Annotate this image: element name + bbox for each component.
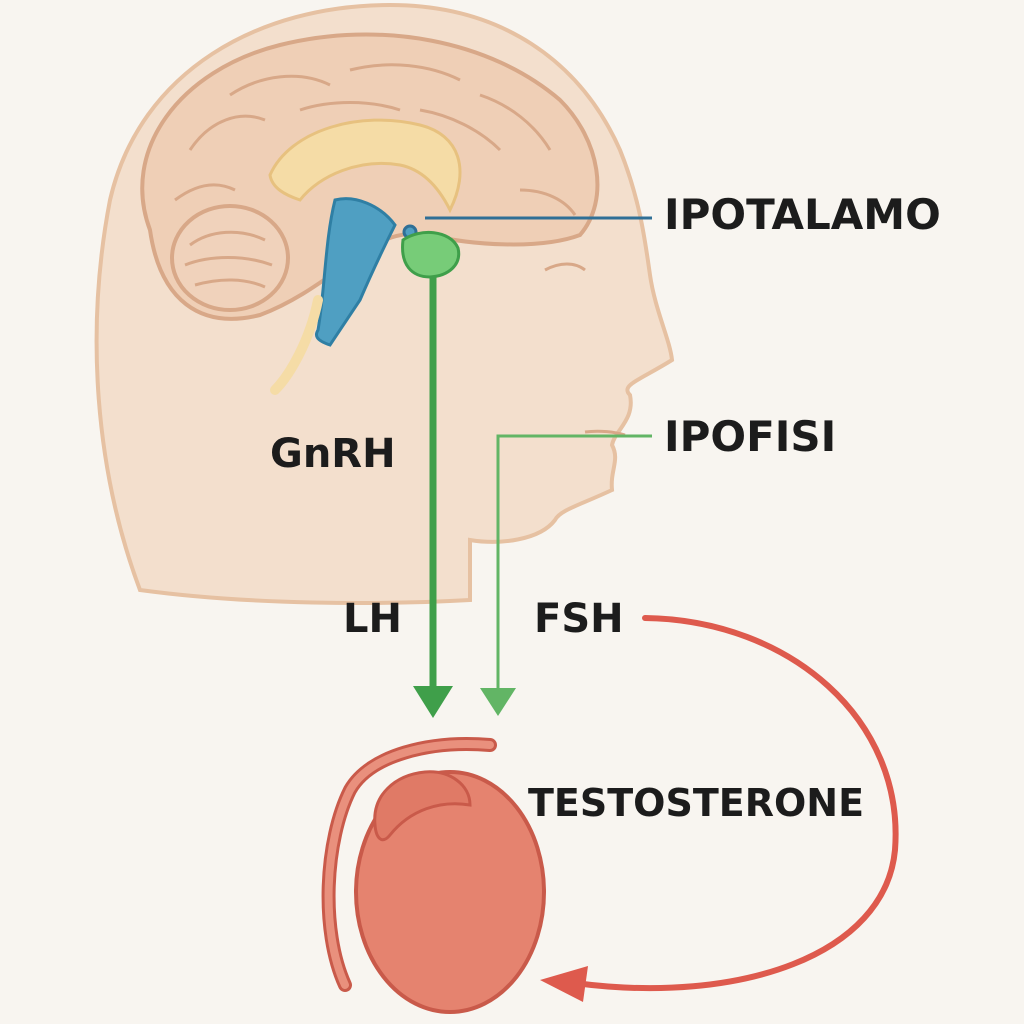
label-gnrh: GnRH — [270, 431, 396, 477]
label-fsh: FSH — [534, 596, 624, 642]
label-testosterone: TESTOSTERONE — [528, 781, 864, 825]
brain-folds — [174, 63, 577, 216]
brainstem — [315, 197, 397, 347]
epididymis — [373, 770, 472, 842]
feedback-arrowhead — [540, 966, 588, 1002]
testosterone-feedback-arrow — [572, 615, 899, 992]
fsh-arrowhead — [480, 688, 516, 716]
pituitary-leader-line — [496, 434, 652, 690]
label-ipotalamo: IPOTALAMO — [664, 190, 941, 239]
lh-arrowhead — [413, 686, 453, 718]
corpus-callosum — [268, 118, 462, 214]
mouth-mark — [584, 429, 626, 437]
spinal-cord — [270, 295, 323, 395]
label-lh: LH — [343, 596, 402, 642]
testis — [321, 737, 546, 1014]
pituitary-gland — [401, 230, 461, 279]
label-ipofisi: IPOFISI — [664, 412, 836, 461]
eye-mark — [544, 262, 586, 272]
cerebellum — [170, 204, 290, 312]
